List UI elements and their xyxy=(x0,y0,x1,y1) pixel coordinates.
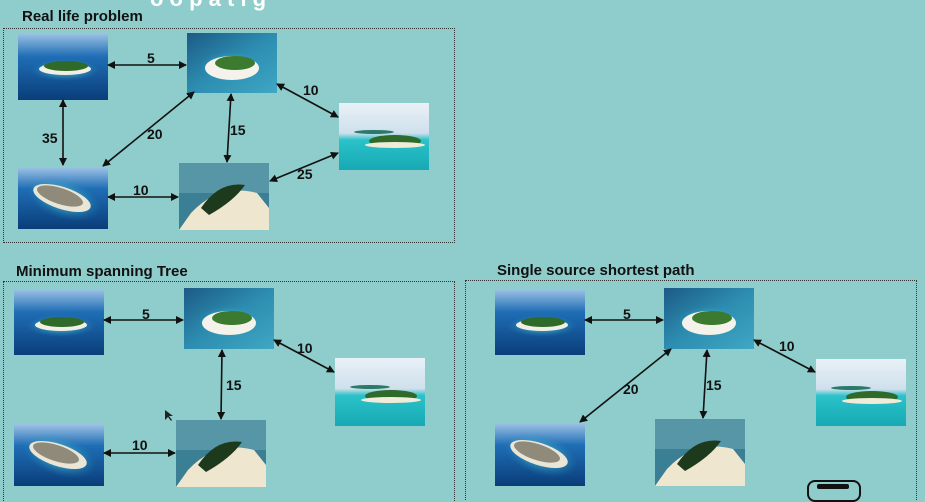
mouse-cursor-icon xyxy=(165,410,173,421)
island-photo-c xyxy=(816,359,906,426)
island-photo-b xyxy=(184,288,274,349)
edge-weight: 15 xyxy=(226,377,242,393)
double-arrow-icon xyxy=(223,93,235,163)
window-handle-bar xyxy=(817,484,849,489)
island-photo-a xyxy=(495,289,585,355)
panel-sssp xyxy=(465,280,917,500)
edge-weight: 10 xyxy=(303,82,319,98)
double-arrow-icon xyxy=(217,349,226,420)
panel-title-mst: Minimum spanning Tree xyxy=(16,263,188,280)
edge-weight: 15 xyxy=(230,122,246,138)
edge-weight: 10 xyxy=(132,437,148,453)
edge-weight: 15 xyxy=(706,377,722,393)
island-photo-a xyxy=(18,33,108,100)
edge-weight: 20 xyxy=(147,126,163,142)
edge-weight: 10 xyxy=(133,182,149,198)
double-arrow-icon xyxy=(269,151,339,183)
edge-weight: 10 xyxy=(779,338,795,354)
island-photo-e xyxy=(655,419,745,486)
island-photo-c xyxy=(339,103,429,170)
panel-title-real-life: Real life problem xyxy=(22,8,143,25)
island-photo-a xyxy=(14,289,104,355)
double-arrow-icon xyxy=(102,91,195,167)
panel-real-life xyxy=(3,28,455,243)
island-photo-d xyxy=(14,424,104,486)
island-photo-d xyxy=(495,423,585,486)
island-photo-e xyxy=(176,420,266,487)
edge-weight: 5 xyxy=(142,306,150,322)
double-arrow-icon xyxy=(579,348,672,423)
island-photo-b xyxy=(664,288,754,349)
edge-weight: 10 xyxy=(297,340,313,356)
edge-weight: 25 xyxy=(297,166,313,182)
edge-weight: 5 xyxy=(623,306,631,322)
edge-weight: 20 xyxy=(623,381,639,397)
panel-title-sssp: Single source shortest path xyxy=(497,262,695,279)
double-arrow-icon xyxy=(273,339,335,373)
island-photo-b xyxy=(187,33,277,93)
panel-mst xyxy=(3,281,455,501)
edge-weight: 35 xyxy=(42,130,58,146)
partial-heading: o o p a t i g xyxy=(150,0,266,12)
double-arrow-icon xyxy=(753,339,816,373)
island-photo-c xyxy=(335,358,425,426)
edge-weight: 5 xyxy=(147,50,155,66)
island-photo-e xyxy=(179,163,269,230)
double-arrow-icon xyxy=(276,83,339,118)
double-arrow-icon xyxy=(699,349,711,419)
island-photo-d xyxy=(18,167,108,229)
